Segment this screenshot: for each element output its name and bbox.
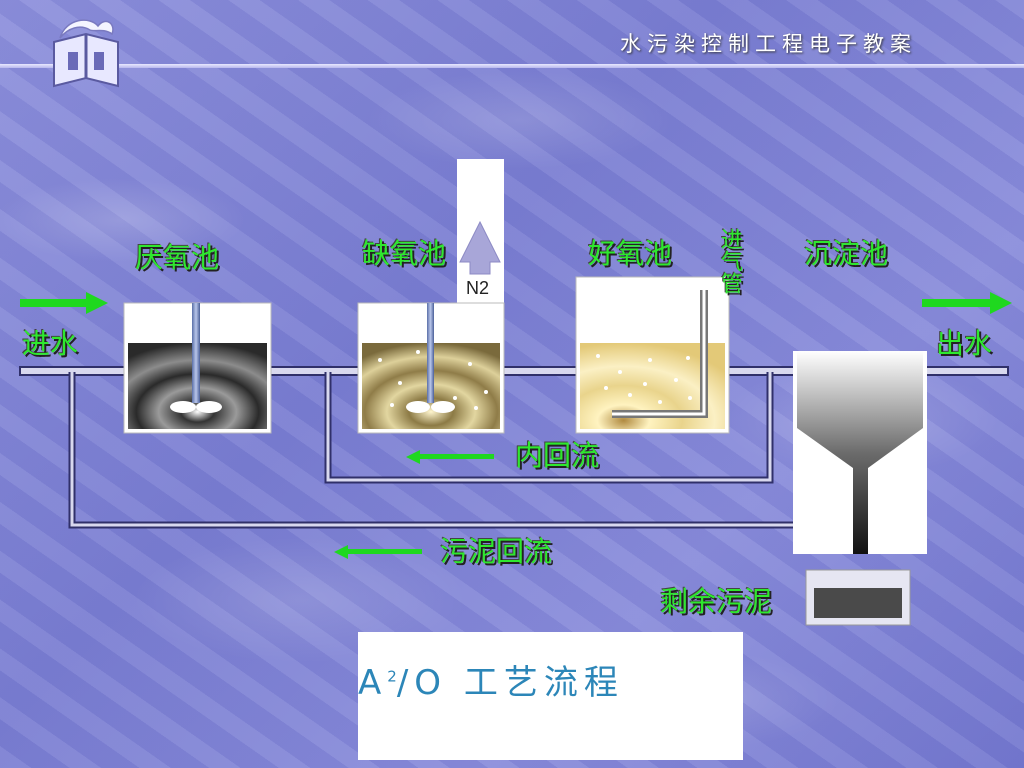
nitrogen-gas-label: N2 — [466, 278, 490, 298]
title-rest: /O 工艺流程 — [396, 663, 624, 703]
outflow-label: 出水 — [936, 327, 993, 360]
excess-sludge-bin — [805, 569, 911, 626]
title-superscript: 2 — [387, 667, 397, 686]
settling-tank — [793, 351, 927, 554]
sludge-return-label: 污泥回流 — [440, 535, 553, 568]
nitrogen-release-arrow-icon — [459, 220, 501, 275]
sludge-return-arrow-icon — [334, 545, 422, 559]
settling-tank-label: 沉淀池 — [804, 237, 889, 270]
anoxic-tank-label: 缺氧池 — [362, 237, 447, 270]
header-divider — [0, 64, 1024, 68]
aerobic-tank — [575, 276, 730, 434]
outflow-arrow-icon — [922, 292, 1012, 314]
title-main: A — [358, 663, 388, 703]
inflow-label: 进水 — [22, 327, 79, 360]
internal-return-arrow-icon — [406, 450, 494, 464]
anaerobic-tank-label: 厌氧池 — [135, 241, 220, 274]
air-inlet-pipe-label: 进气管 — [717, 228, 742, 294]
header-title: 水污染控制工程电子教案 — [620, 32, 917, 56]
inflow-arrow-icon — [20, 292, 108, 314]
internal-return-label: 内回流 — [515, 439, 600, 472]
title-box — [358, 632, 743, 760]
main-pipe — [19, 366, 1009, 376]
process-title: A2/O 工艺流程 — [358, 655, 624, 704]
excess-sludge-label: 剩余污泥 — [660, 585, 773, 618]
anaerobic-tank — [123, 302, 272, 434]
dragon-book-logo-icon — [53, 19, 119, 88]
aerobic-tank-label: 好氧池 — [588, 237, 673, 270]
